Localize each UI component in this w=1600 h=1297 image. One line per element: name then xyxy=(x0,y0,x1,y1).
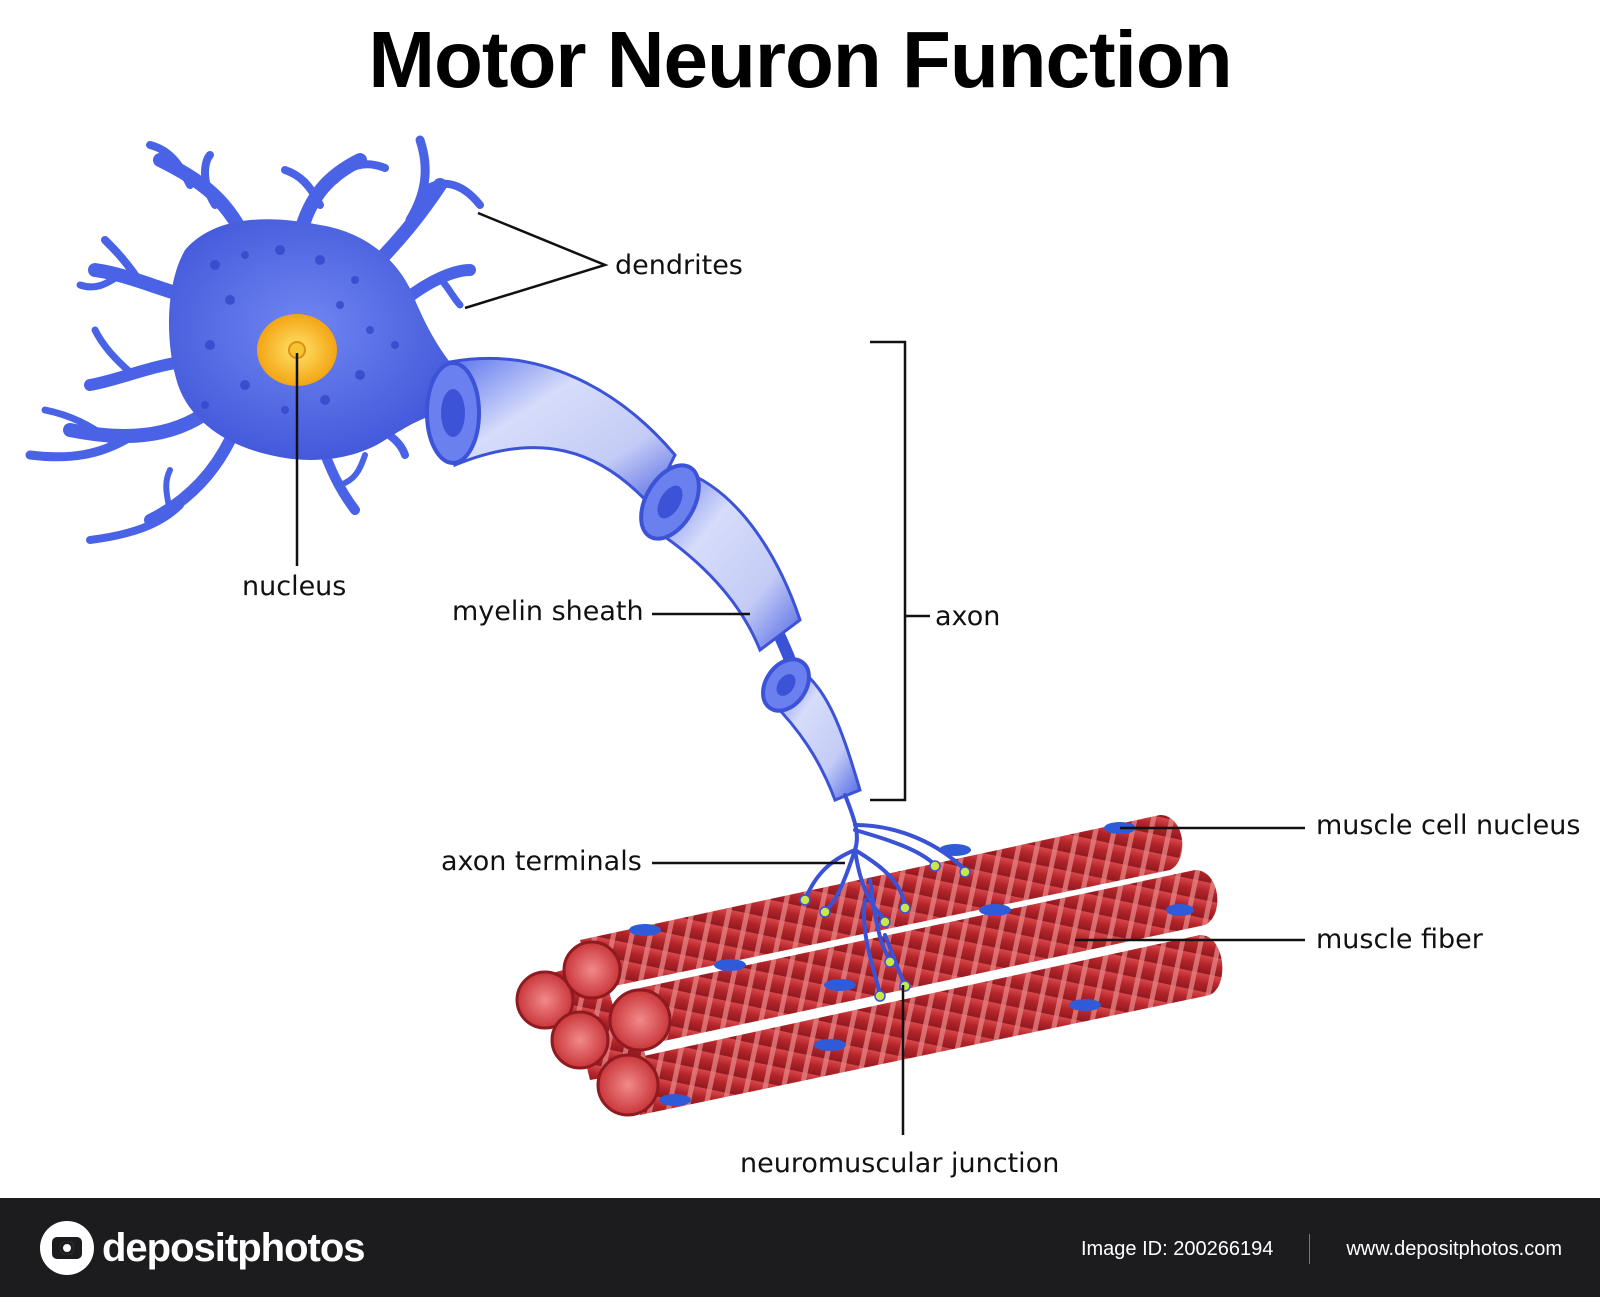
muscle-fiber-ends xyxy=(515,940,672,1117)
neuron-dendrites xyxy=(25,135,484,544)
brand-name: depositphotos xyxy=(102,1225,366,1270)
muscle-fiber-middle xyxy=(630,870,1218,1045)
diagram-title: Motor Neuron Function xyxy=(368,15,1232,104)
footer-meta: Image ID: 200266194 www.depositphotos.co… xyxy=(1081,1234,1562,1264)
cell-body-spots xyxy=(201,245,399,414)
footer-divider xyxy=(1309,1234,1311,1264)
label-axon: axon xyxy=(935,601,1000,632)
depositphotos-logo[interactable]: depositphotos xyxy=(40,1218,366,1278)
axon-bracket xyxy=(870,340,907,802)
image-id: Image ID: 200266194 xyxy=(1080,1237,1274,1260)
myelin-segment-3-hole xyxy=(776,674,796,696)
muscle-fiber-bundle xyxy=(515,815,1223,1117)
synaptic-knobs xyxy=(799,860,971,1002)
myelin-sheath-segments xyxy=(425,357,862,802)
camera-icon xyxy=(40,1221,94,1275)
muscle-cell-nuclei xyxy=(629,822,1194,1106)
muscle-fiber-front xyxy=(625,935,1223,1115)
myelin-segment-2-hole xyxy=(657,485,683,519)
stock-footer: depositphotos Image ID: 200266194 www.de… xyxy=(0,1198,1600,1297)
label-nucleus: nucleus xyxy=(242,571,346,602)
label-axon-terminals: axon terminals xyxy=(441,846,642,877)
axon-terminal-branches xyxy=(803,793,967,997)
site-link[interactable]: www.depositphotos.com xyxy=(1346,1237,1562,1260)
label-dendrites: dendrites xyxy=(615,250,743,281)
leader-lines xyxy=(295,211,1305,1135)
dendrites-leader xyxy=(464,211,609,310)
muscle-fiber-back xyxy=(580,815,1183,990)
label-myelin-sheath: myelin sheath xyxy=(452,596,644,627)
label-muscle-cell-nucleus: muscle cell nucleus xyxy=(1316,810,1580,841)
myelin-segment-1-hole xyxy=(441,389,465,437)
label-neuromuscular-junction: neuromuscular junction xyxy=(740,1148,1059,1179)
myelin-segment-1 xyxy=(448,357,677,508)
motor-neuron-diagram: dendrites nucleus myelin sheath axon axo… xyxy=(25,135,1580,1179)
label-muscle-fiber: muscle fiber xyxy=(1316,924,1484,955)
